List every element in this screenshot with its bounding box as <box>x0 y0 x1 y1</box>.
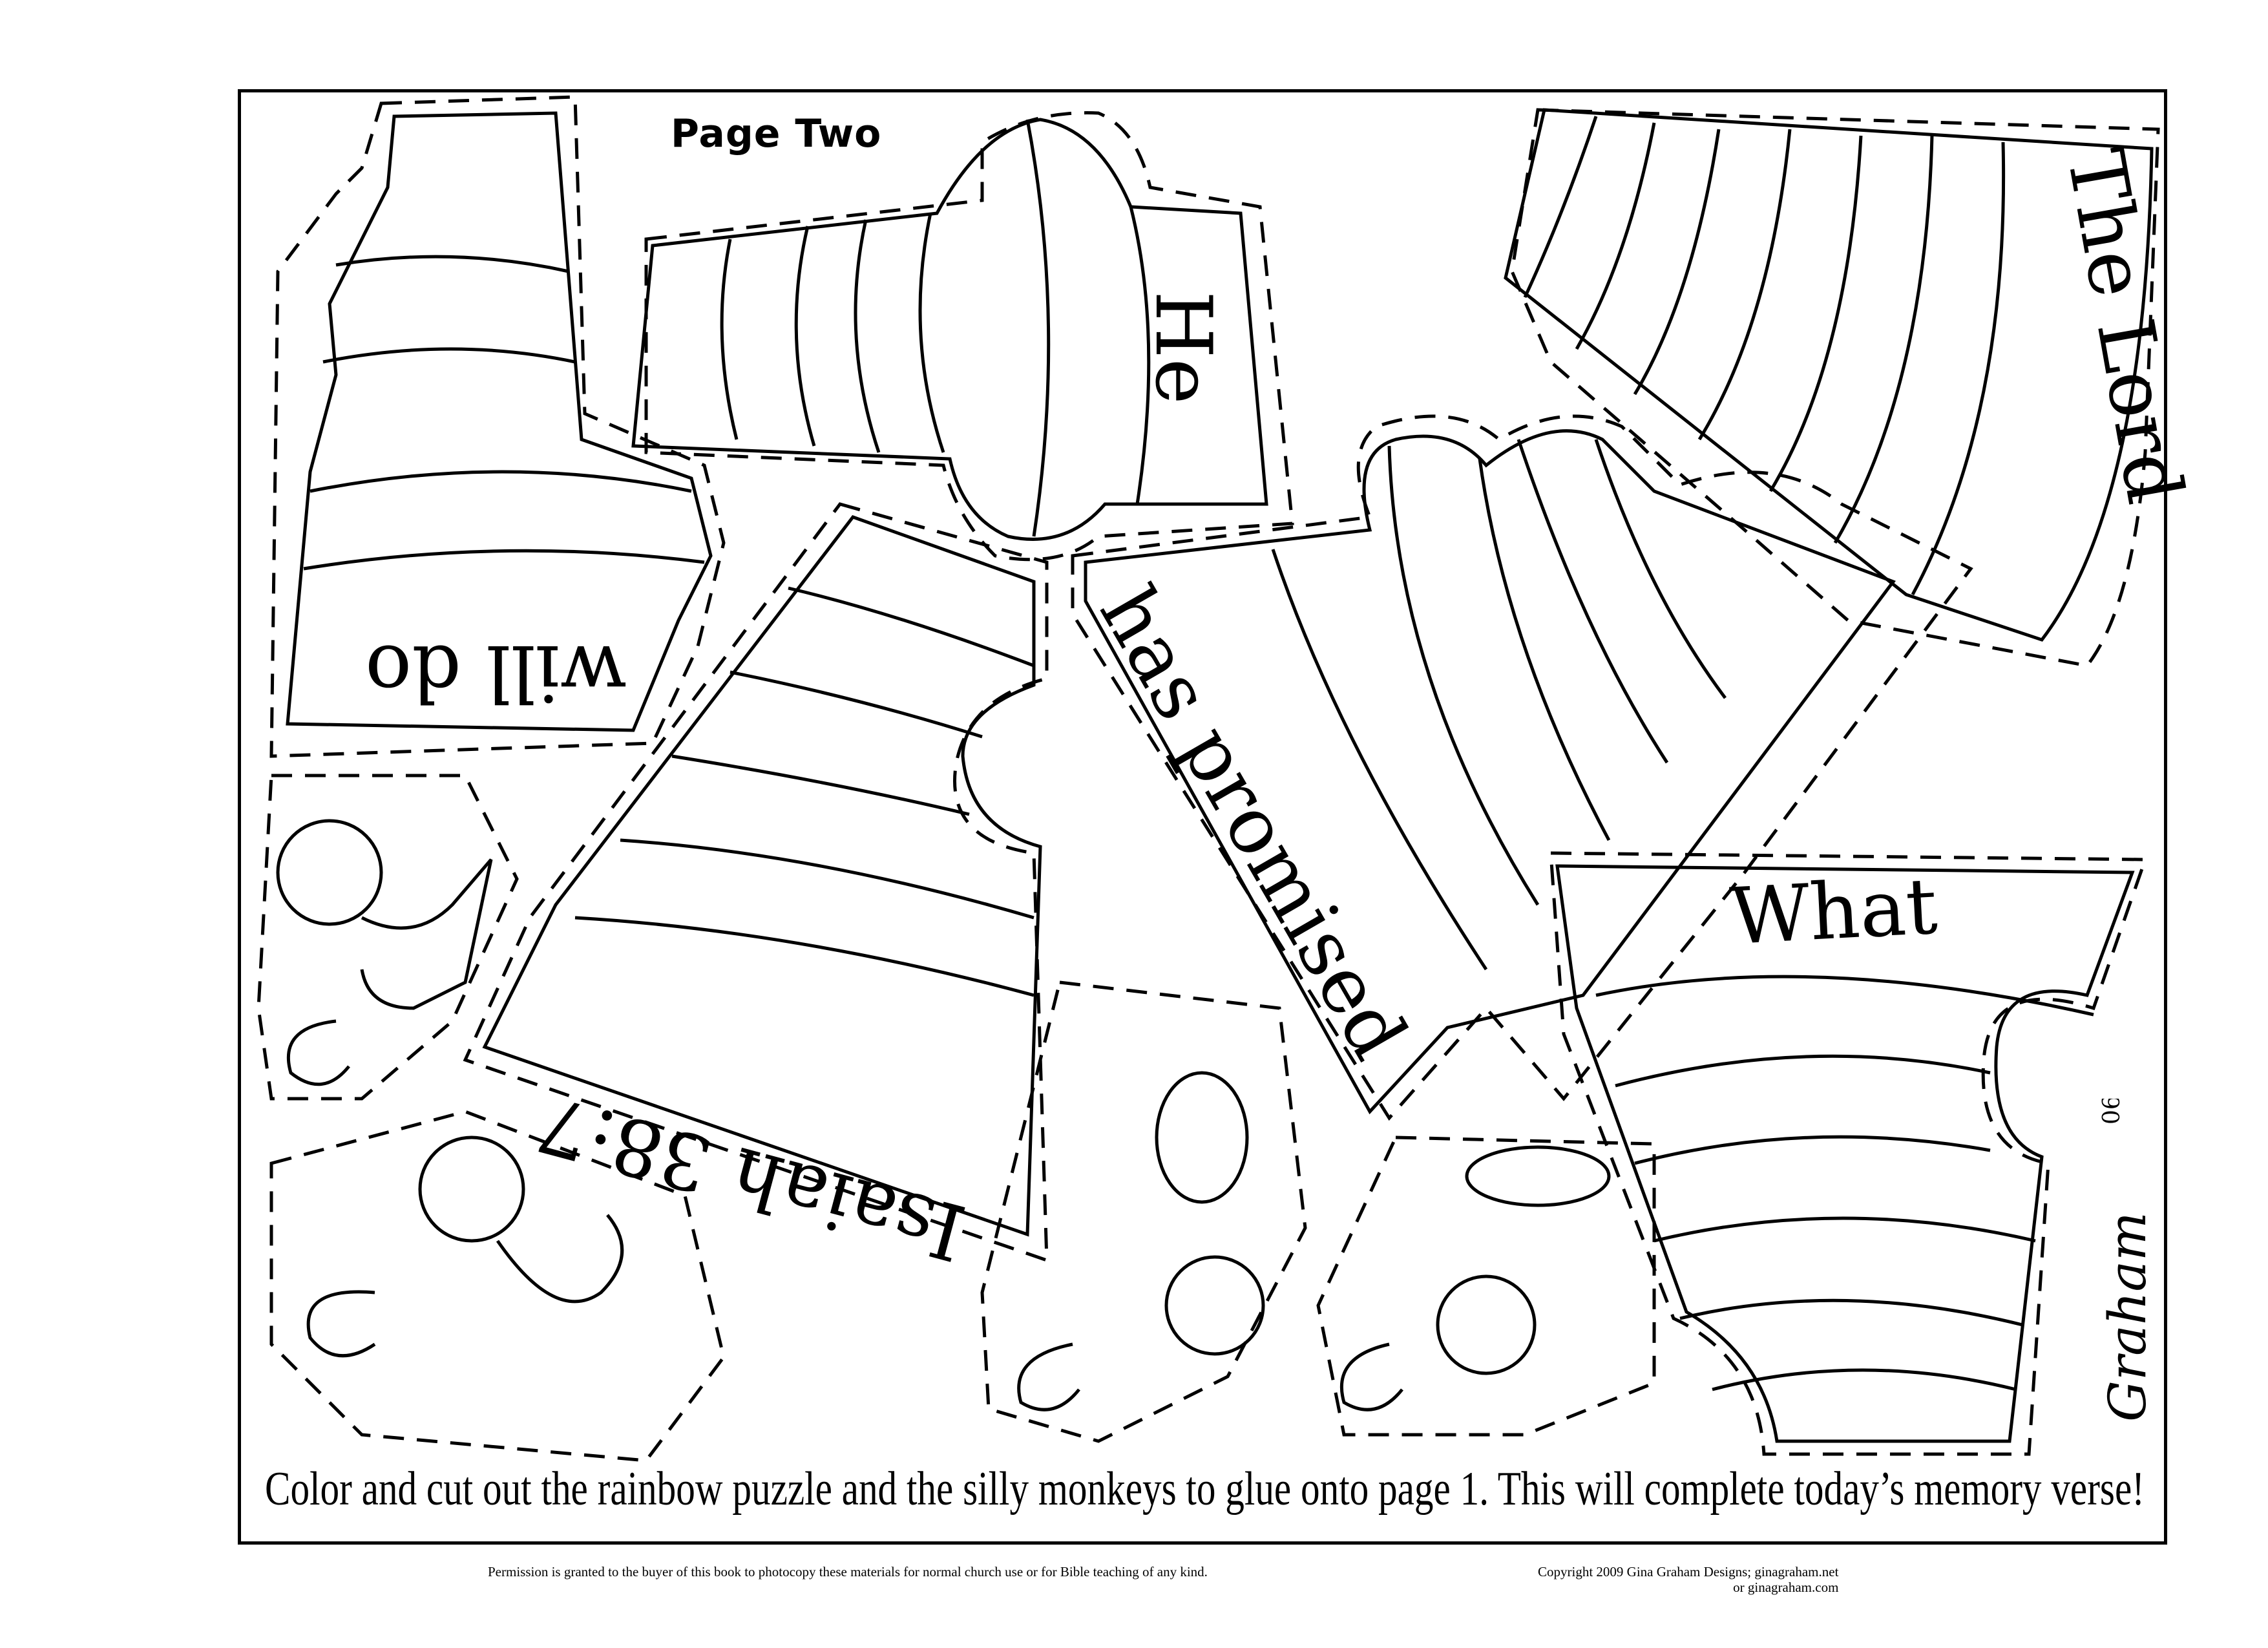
puzzle-piece-will-do: will do <box>269 95 726 758</box>
piece-label-what: What <box>1728 861 1939 962</box>
page-frame <box>238 89 2167 1545</box>
piece-label-he: He <box>1138 291 1228 405</box>
puzzle-piece-he: He <box>631 111 1294 562</box>
piece-label-will-do: will do <box>365 628 627 717</box>
monkey-cutout-3 <box>980 980 1307 1443</box>
monkey-cutout-1 <box>257 774 519 1101</box>
piece-label-isaiah: Isaiah 38:7 <box>529 1077 974 1277</box>
page-title: Page Two <box>671 111 882 156</box>
artist-signature: Graham 06 <box>2097 1099 2158 1422</box>
copyright-notice: Copyright 2009 Gina Graham Designs; gina… <box>1538 1564 1838 1595</box>
puzzle-piece-what: What <box>1549 851 2148 1456</box>
monkey-cutout-2 <box>269 1110 726 1463</box>
signature-year: 06 <box>2099 1099 2125 1125</box>
instructions-text: Color and cut out the rainbow puzzle and… <box>265 1463 2145 1516</box>
puzzle-piece-has-promised: has promised <box>1071 414 1973 1121</box>
piece-label-has-promised: has promised <box>1082 572 1424 1074</box>
monkey-cutout-4 <box>1316 1136 1656 1437</box>
signature-name: Graham <box>2097 1212 2158 1422</box>
puzzle-piece-the-lord: The Lord <box>1504 108 2200 668</box>
copyright-line-1: Copyright 2009 Gina Graham Designs; gina… <box>1538 1564 1839 1579</box>
copyright-line-2: or ginagraham.com <box>1733 1579 1839 1595</box>
piece-label-the-lord: The Lord <box>2049 143 2200 510</box>
puzzle-piece-isaiah: Isaiah 38:7 <box>463 502 1049 1277</box>
permission-notice: Permission is granted to the buyer of th… <box>488 1564 1208 1579</box>
